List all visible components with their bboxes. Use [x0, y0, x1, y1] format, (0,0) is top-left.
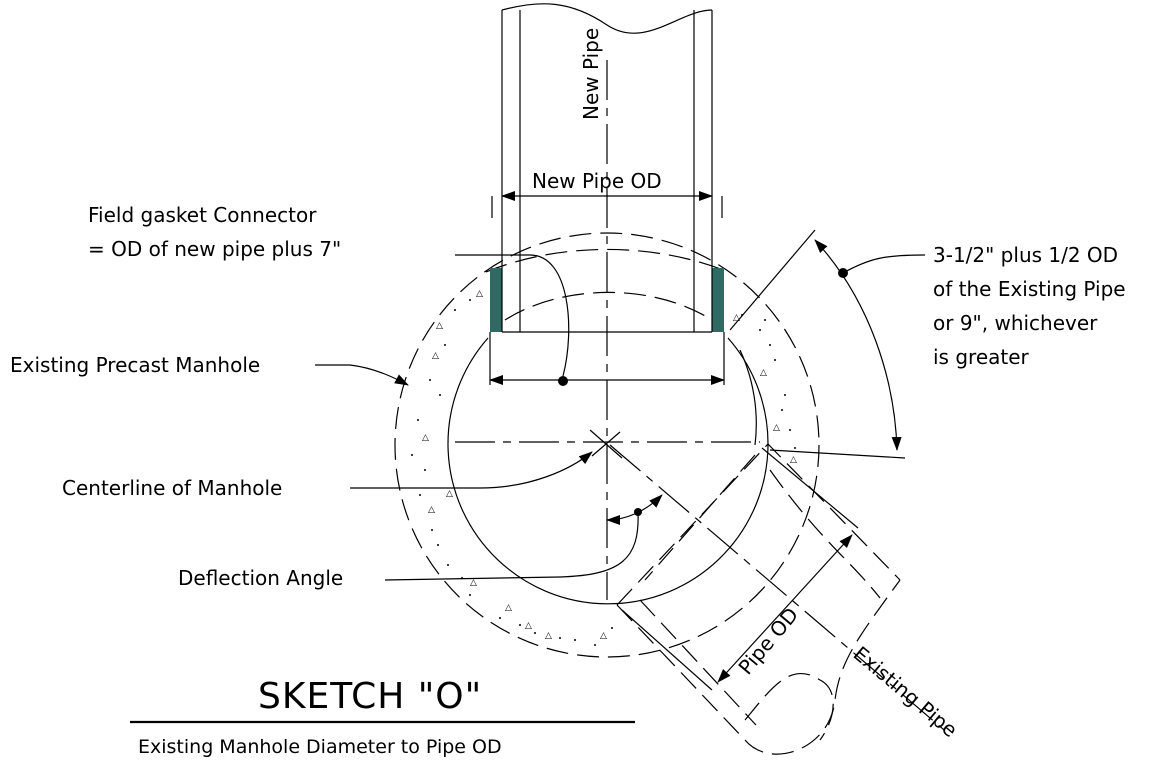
label-existing-pipe: Existing Pipe	[849, 641, 962, 742]
concrete-stipple: △ △ △ △ △ △ △ △ △ △ △ △ △ △ △	[411, 289, 797, 646]
sketch-title: SKETCH "O"	[258, 676, 482, 717]
svg-text:△: △	[760, 368, 767, 378]
svg-text:△: △	[432, 351, 439, 361]
gasket-dimension	[455, 254, 725, 386]
label-rule-line1: 3-1/2" plus 1/2 OD	[933, 243, 1118, 267]
svg-text:△: △	[446, 489, 453, 499]
manhole-inner-top-arc	[504, 291, 713, 321]
gasket-left	[490, 268, 502, 332]
manhole-top-arc-dashed	[485, 248, 729, 273]
label-new-pipe: New Pipe	[579, 28, 603, 120]
svg-text:△: △	[428, 505, 435, 515]
label-centerline: Centerline of Manhole	[62, 476, 282, 500]
sketch-subtitle: Existing Manhole Diameter to Pipe OD	[138, 736, 502, 758]
center-cross-b	[591, 431, 621, 457]
svg-text:△: △	[422, 433, 429, 443]
new-pipe-od-dimension	[491, 191, 723, 218]
leader-centerline	[350, 451, 593, 489]
label-existing-manhole: Existing Precast Manhole	[10, 353, 260, 377]
existing-pipe	[616, 443, 901, 755]
svg-text:△: △	[436, 321, 443, 331]
pipe-od-dimension	[621, 447, 859, 691]
label-rule-line3: or 9", whichever	[933, 311, 1098, 335]
label-rule-line2: of the Existing Pipe	[933, 277, 1126, 301]
leader-existing-manhole	[315, 364, 409, 386]
field-gasket-connector	[490, 268, 724, 332]
svg-text:△: △	[476, 289, 483, 299]
svg-text:△: △	[525, 621, 532, 631]
label-pipe-od: Pipe OD	[733, 603, 803, 679]
svg-text:△: △	[600, 631, 607, 641]
label-field-gasket-line1: Field gasket Connector	[88, 203, 317, 227]
wall-thickness-dimension	[729, 229, 926, 459]
svg-text:△: △	[790, 455, 797, 465]
manhole-inner-wall	[447, 337, 769, 605]
svg-text:△: △	[505, 603, 512, 613]
deflection-angle-marker	[384, 494, 663, 581]
label-rule-line4: is greater	[933, 345, 1030, 369]
label-field-gasket-line2: = OD of new pipe plus 7"	[88, 237, 341, 261]
label-deflection-angle: Deflection Angle	[178, 566, 343, 590]
svg-text:△: △	[773, 423, 780, 433]
svg-text:△: △	[470, 578, 477, 588]
svg-text:△: △	[733, 313, 740, 323]
manhole-inner-wall-right	[739, 349, 757, 446]
label-new-pipe-od: New Pipe OD	[532, 169, 662, 193]
svg-text:△: △	[545, 631, 552, 641]
gasket-right	[712, 268, 724, 332]
